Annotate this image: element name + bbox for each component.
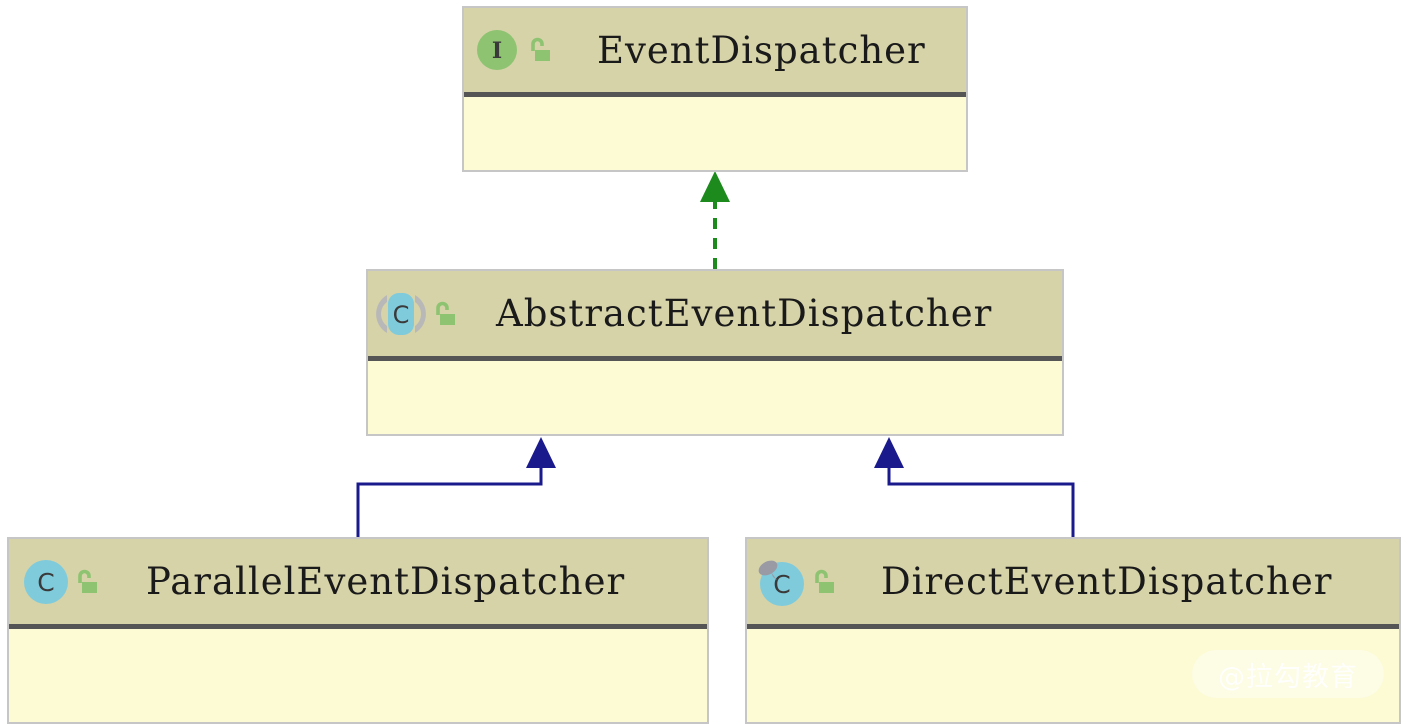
svg-text:C: C [393, 301, 410, 329]
class-members-compartment [464, 97, 966, 170]
open-padlock-icon [436, 301, 455, 325]
class-members-compartment [747, 629, 1399, 722]
class-icons: C [374, 290, 462, 338]
svg-text:C: C [773, 570, 790, 599]
class-header: I EventDispatcher [464, 8, 966, 97]
abstract-class-c-icon: C [376, 292, 426, 335]
class-icons: C [755, 557, 841, 607]
class-icons: I [476, 29, 557, 71]
class-name: ParallelEventDispatcher [146, 560, 626, 603]
class-name: AbstractEventDispatcher [496, 292, 993, 335]
class-name: EventDispatcher [597, 28, 926, 72]
class-box-direct-event-dispatcher[interactable]: C DirectEventDispatcher [745, 537, 1401, 724]
class-header: C ParallelEventDispatcher [9, 539, 707, 629]
class-header: C AbstractEventDispatcher [368, 271, 1062, 361]
class-name: DirectEventDispatcher [881, 560, 1333, 603]
class-circle-c-icon: C [24, 559, 68, 604]
interface-circle-i-icon: I [477, 30, 517, 70]
open-padlock-icon [78, 569, 97, 593]
class-box-event-dispatcher[interactable]: I EventDispatcher [462, 6, 968, 172]
generalization-arrowhead [874, 437, 904, 468]
generalization-line [887, 462, 1075, 537]
class-box-parallel-event-dispatcher[interactable]: C ParallelEventDispatcher [7, 537, 709, 724]
svg-text:C: C [37, 568, 54, 597]
realization-arrowhead [700, 171, 730, 202]
class-members-compartment [9, 629, 707, 722]
generalization-parallel-to-abstract [356, 437, 556, 537]
open-padlock-icon [815, 569, 834, 593]
generalization-arrowhead [526, 437, 556, 468]
generalization-direct-to-abstract [874, 437, 1075, 537]
class-members-compartment [368, 361, 1062, 434]
class-icons: C [23, 559, 104, 605]
svg-text:I: I [492, 38, 502, 64]
class-header: C DirectEventDispatcher [747, 539, 1399, 629]
realization-abstract-to-interface [700, 171, 730, 269]
open-padlock-icon [531, 37, 550, 61]
generalization-line [356, 462, 543, 537]
class-box-abstract-event-dispatcher[interactable]: C AbstractEventDispatcher [366, 269, 1064, 436]
class-circle-c-pin-icon: C [758, 560, 804, 606]
